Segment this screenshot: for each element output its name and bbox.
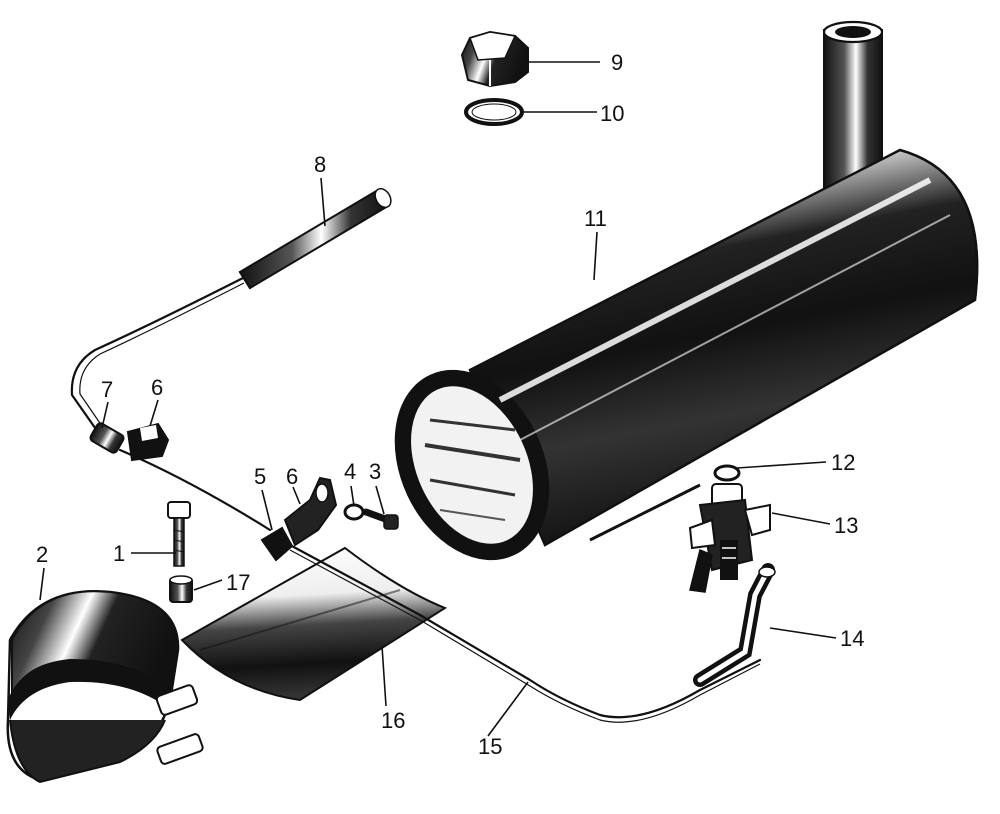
fuel-tap <box>688 483 771 593</box>
callout-13: 13 <box>834 513 858 538</box>
callout-14: 14 <box>840 626 864 651</box>
fuel-line-upper <box>118 448 272 532</box>
washer <box>343 503 365 521</box>
heat-shield <box>180 546 448 702</box>
sealing-ring <box>464 98 524 126</box>
callout-8: 8 <box>314 152 326 177</box>
callout-11: 11 <box>584 206 607 231</box>
callout-6-right: 6 <box>286 464 298 489</box>
callout-2: 2 <box>36 542 48 567</box>
callout-7: 7 <box>101 377 113 402</box>
callout-5: 5 <box>254 464 266 489</box>
filter-sleeve <box>70 187 392 437</box>
clamp-block-left <box>126 422 170 462</box>
clamp-band <box>6 590 204 784</box>
leader-lines <box>39 61 837 737</box>
callout-3: 3 <box>369 459 381 484</box>
nut <box>169 575 193 603</box>
callout-6-left: 6 <box>151 375 163 400</box>
fuel-line <box>288 543 762 719</box>
callout-12: 12 <box>831 450 855 475</box>
screw <box>362 508 399 530</box>
callout-labels: 1 2 3 4 5 6 6 7 8 9 10 11 12 13 14 15 16… <box>36 50 864 759</box>
clip <box>260 526 294 562</box>
cap-nut <box>460 30 529 88</box>
callout-10: 10 <box>600 101 624 126</box>
callout-9: 9 <box>611 50 623 75</box>
callout-17: 17 <box>226 570 250 595</box>
gasket <box>713 464 741 482</box>
clamp-block-right <box>283 476 338 547</box>
hose-connector <box>89 422 125 454</box>
fuel-hose <box>693 563 776 687</box>
callout-1: 1 <box>113 541 125 566</box>
callout-4: 4 <box>344 459 356 484</box>
bolt <box>167 501 191 567</box>
fuel-tank <box>394 20 979 561</box>
callout-16: 16 <box>381 708 405 733</box>
callout-15: 15 <box>478 734 502 759</box>
